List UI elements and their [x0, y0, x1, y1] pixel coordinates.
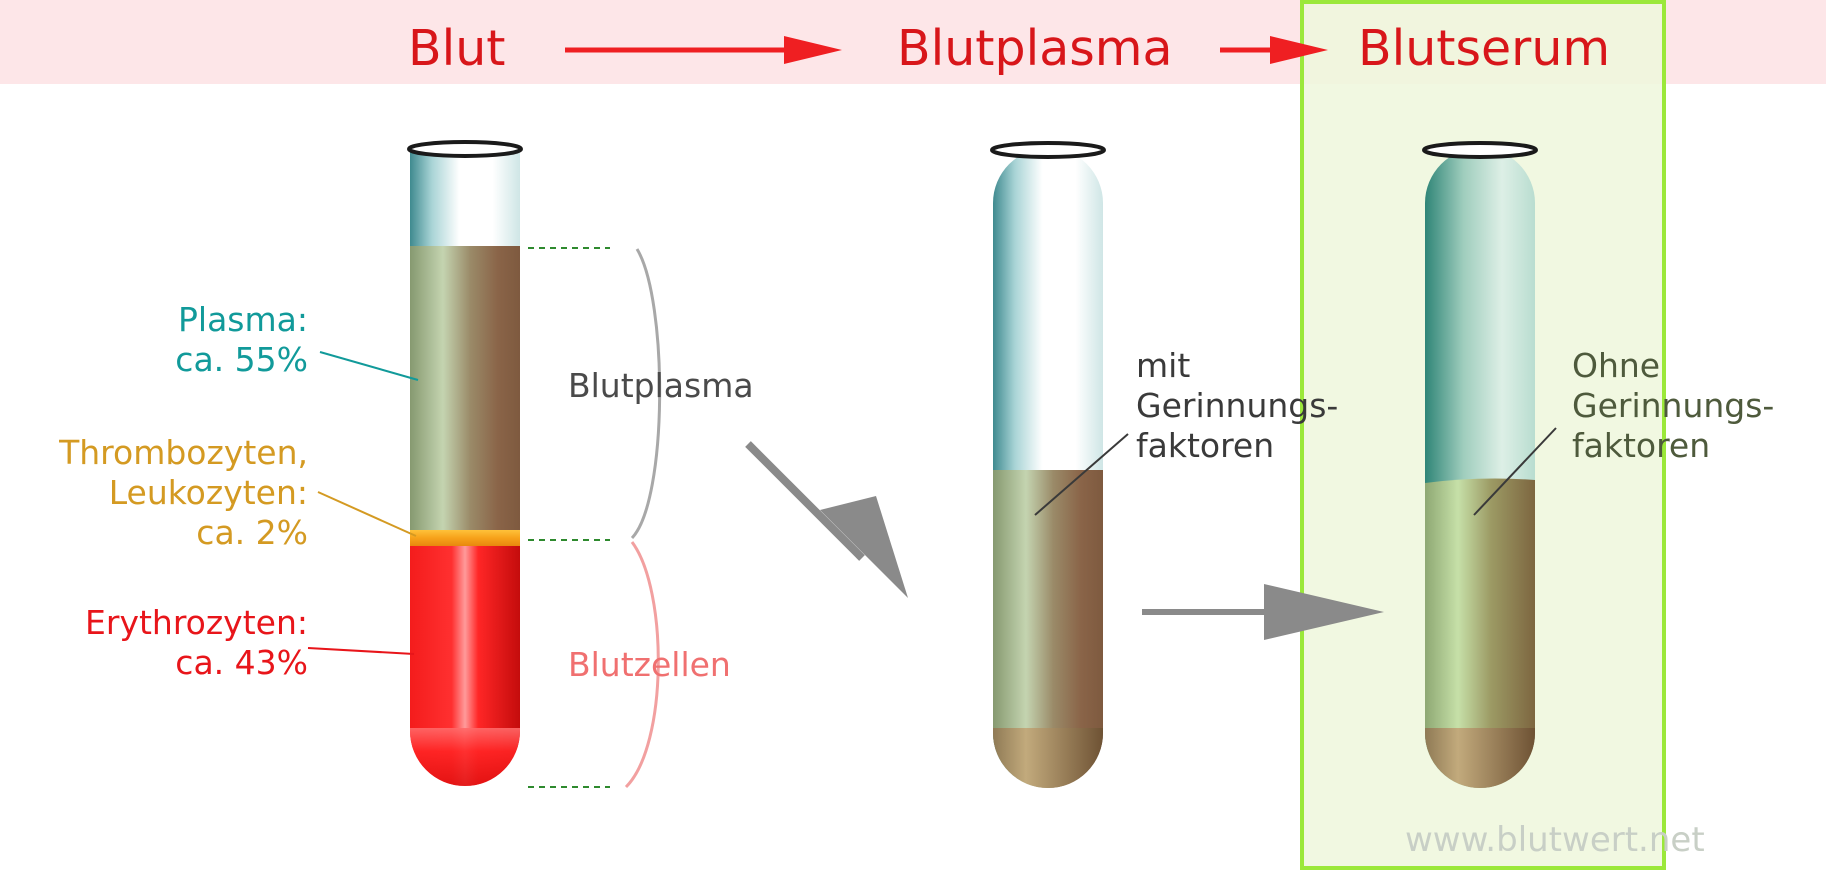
serum-tube-bottom [1425, 728, 1535, 788]
bracket-cells [624, 541, 660, 789]
blood-tube-red-cells [410, 546, 520, 786]
header-arrow-2-head [1270, 36, 1328, 64]
plasma-annotation-line3: faktoren [1136, 426, 1275, 465]
plasma-leader-line [319, 351, 419, 381]
process-arrows [745, 441, 1384, 640]
plasma-annotation-line2: Gerinnungs- [1136, 386, 1339, 425]
serum-annotation-line2: Gerinnungs- [1572, 386, 1775, 425]
plasma-tube-rim [990, 141, 1106, 159]
process-arrow-1-shaft [745, 441, 865, 561]
bracket-plasma [630, 248, 662, 540]
thrombo-value-text: ca. 2% [196, 513, 308, 552]
blood-tube-plasma-layer [410, 246, 520, 536]
serum-tube-rim [1422, 141, 1538, 159]
serum-annotation-line3: faktoren [1572, 426, 1711, 465]
blood-tube [407, 140, 523, 786]
thrombo-label-line1: Thrombozyten, [59, 433, 308, 472]
bracket-plasma-label: Blutplasma [568, 366, 754, 405]
plasma-tube-annotation: mit Gerinnungs- faktoren [1136, 346, 1338, 466]
thrombo-leader-line [317, 491, 417, 537]
thrombo-label: Thrombozyten, Leukozyten: ca. 2% [10, 433, 308, 553]
blood-tube-bottom [410, 728, 520, 786]
plasma-tube [990, 141, 1106, 788]
ery-value-text: ca. 43% [175, 643, 308, 682]
plasma-tube-liquid [993, 470, 1103, 788]
bracket-cells-label: Blutzellen [568, 645, 731, 684]
serum-tube-annotation: Ohne Gerinnungs- faktoren [1572, 346, 1774, 466]
watermark: www.blutwert.net [1405, 820, 1705, 860]
plasma-label-text: Plasma: [178, 300, 308, 339]
plasma-label: Plasma: ca. 55% [60, 300, 308, 380]
blood-tube-buffy-coat [410, 530, 520, 546]
thrombo-label-line2: Leukozyten: [108, 473, 308, 512]
header-step-blutserum: Blutserum [1358, 20, 1611, 77]
serum-annotation-line1: Ohne [1572, 346, 1661, 385]
plasma-value-text: ca. 55% [175, 340, 308, 379]
serum-annotation-line [1473, 427, 1557, 516]
plasma-annotation-line [1034, 433, 1129, 516]
header-arrow-1-head [784, 36, 842, 64]
ery-label-text: Erythrozyten: [85, 603, 308, 642]
serum-tube [1422, 141, 1538, 788]
header-step-blut: Blut [408, 20, 506, 77]
header-step-blutplasma: Blutplasma [897, 20, 1173, 77]
plasma-annotation-line1: mit [1136, 346, 1191, 385]
serum-tube-liquid [1425, 478, 1535, 788]
level-markers [528, 247, 610, 788]
ery-leader-line [307, 647, 415, 655]
blood-tube-rim [407, 140, 523, 158]
process-arrow-1-head [820, 496, 908, 598]
process-arrow-2-head [1264, 584, 1384, 640]
header-arrows [565, 36, 1328, 64]
blood-tube-empty-glass [410, 150, 520, 250]
ery-label: Erythrozyten: ca. 43% [30, 603, 308, 683]
plasma-tube-bottom [993, 728, 1103, 788]
